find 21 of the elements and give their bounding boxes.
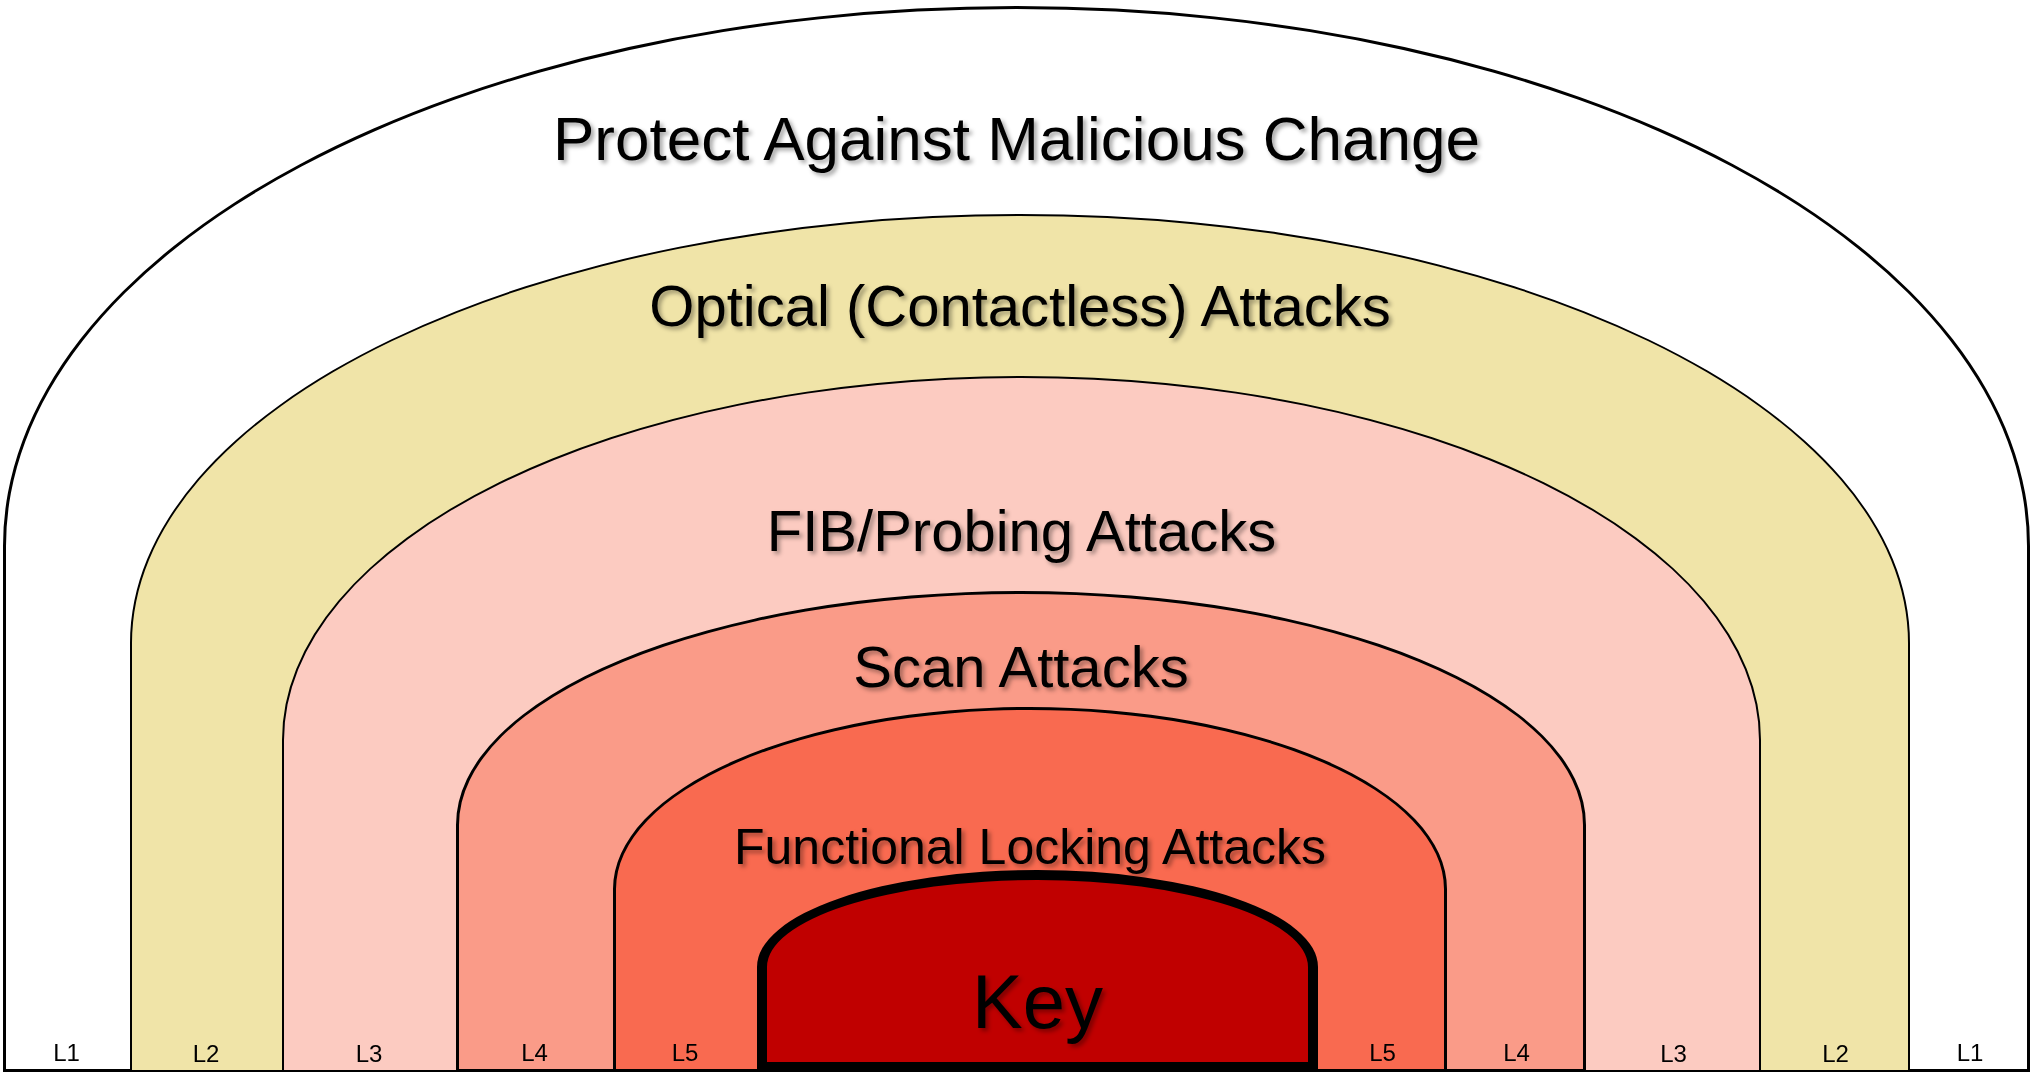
arch-band <box>456 591 1586 1072</box>
arch-band <box>130 214 1910 1072</box>
layer-label: L1 <box>1955 1039 1985 1067</box>
layer-title: Key <box>972 958 1103 1045</box>
layer-label: L5 <box>1368 1039 1397 1067</box>
layer-label: L4 <box>1502 1039 1531 1067</box>
arch-band <box>3 6 2030 1072</box>
layer-label: L3 <box>354 1040 384 1068</box>
layer-title: FIB/Probing Attacks <box>766 497 1277 564</box>
layer-title: Optical (Contactless) Attacks <box>649 272 1391 339</box>
layer-label: L5 <box>670 1039 700 1067</box>
layer-label: L3 <box>1659 1040 1688 1068</box>
layer-label: L1 <box>52 1039 81 1067</box>
layer-label: L2 <box>191 1040 221 1068</box>
layer-title: Protect Against Malicious Change <box>552 103 1481 174</box>
layer-label: L2 <box>1821 1040 1850 1068</box>
arch-band <box>282 376 1761 1072</box>
layer-label: L4 <box>520 1039 549 1067</box>
layer-title: Functional Locking Attacks <box>734 818 1326 876</box>
layer-title: Scan Attacks <box>853 633 1189 700</box>
arch-band <box>613 707 1447 1072</box>
